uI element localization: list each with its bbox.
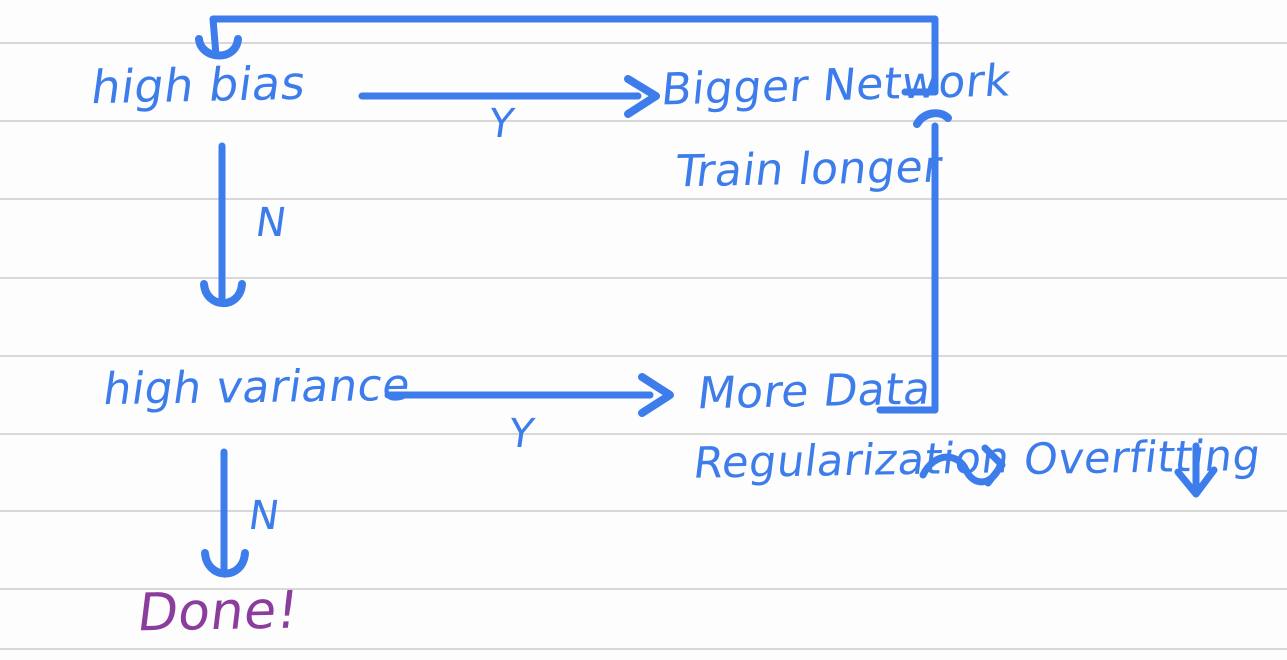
rule-line: [0, 277, 1287, 279]
node-more-data: More Data: [694, 363, 935, 420]
node-bigger-network: Bigger Network: [659, 55, 1014, 116]
overfitting-down-arrow-icon: [1174, 442, 1218, 498]
rule-line: [0, 588, 1287, 590]
rule-line: [0, 355, 1287, 357]
rule-line: [0, 510, 1287, 512]
node-high-variance: high variance: [100, 359, 414, 416]
squiggly-arrow-head: [981, 444, 1006, 487]
node-overfitting: Overfitting: [1020, 430, 1264, 486]
arrowhead-down-high-bias: [195, 35, 242, 60]
rule-line: [0, 433, 1287, 435]
edge-more-data-to-bigger-network: [876, 122, 939, 414]
rule-line: [0, 198, 1287, 200]
edge-bigger-network-to-high-bias: [209, 15, 939, 96]
node-regularization: Regularization: [690, 433, 1013, 489]
arrowhead-up-bigger-network: [913, 109, 952, 128]
edge-label-high-bias-no: N: [252, 200, 290, 246]
arrowhead-right-bigger-network: [624, 75, 660, 118]
node-done: Done!: [134, 580, 303, 644]
arrowhead-right-more-data: [638, 373, 674, 417]
rule-line: [0, 120, 1287, 122]
arrowhead-down-high-variance: [200, 280, 246, 308]
arrowhead-down-done: [201, 549, 249, 578]
rule-line: [0, 648, 1287, 650]
rule-line: [0, 42, 1287, 44]
edge-label-high-variance-no: N: [245, 493, 283, 539]
node-train-longer: Train longer: [672, 141, 946, 198]
node-high-bias: high bias: [87, 55, 310, 115]
